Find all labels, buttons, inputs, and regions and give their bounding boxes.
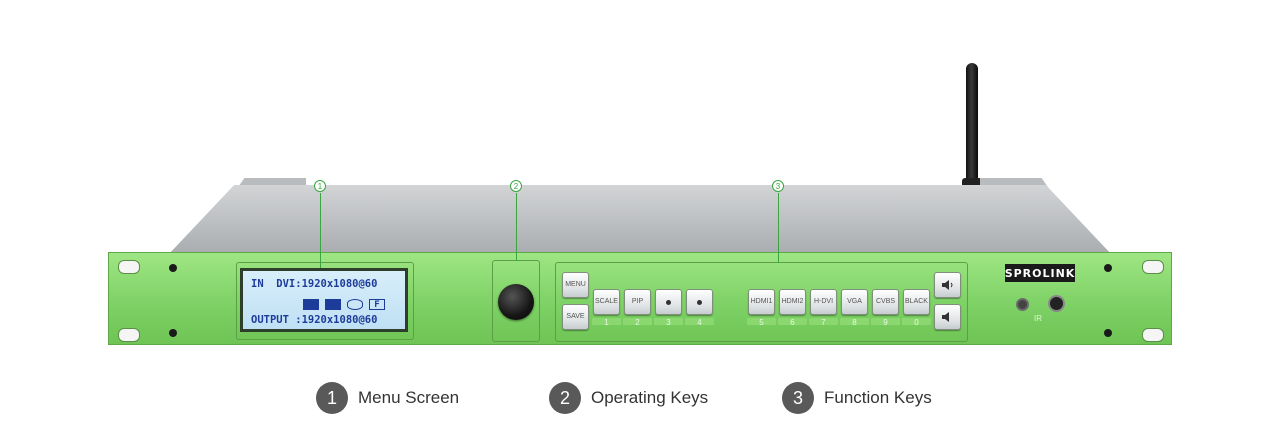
legend-label-operating-keys: Operating Keys [591,388,709,407]
rack-slot [1142,328,1164,342]
number-strip [871,318,900,325]
cvbs-key[interactable]: CVBS [872,289,899,315]
hdmi1-key[interactable]: HDMI1 [748,289,775,315]
callout-marker-3: 3 [772,180,784,192]
screw [169,264,177,272]
rack-slot [118,260,140,274]
lcd-output-line: OUTPUT :1920x1080@60 [251,314,378,326]
callout-line [320,193,321,268]
dot-icon [697,299,702,305]
lcd-input-line: IN DVI:1920x1080@60 [251,278,378,290]
function-key-3[interactable] [655,289,682,315]
callout-marker-2: 2 [510,180,522,192]
legend-label-function-keys: Function Keys [824,388,932,407]
legend-badge-1: 1 [316,382,348,414]
rotary-knob[interactable] [498,284,534,320]
chassis-top [168,185,1112,255]
ir-sensor [1016,298,1029,311]
vga-key[interactable]: VGA [841,289,868,315]
antenna [966,63,978,191]
legend-badge-3: 3 [782,382,814,414]
number-strip [685,318,714,325]
number-strip [902,318,931,325]
screw [1104,329,1112,337]
rack-slot [118,328,140,342]
key-number: 1 [604,318,609,327]
menu-screen: IN DVI:1920x1080@60 F OUTPUT :1920x1080@… [240,268,408,332]
keys-bezel [555,262,968,342]
number-strip [840,318,869,325]
number-strip [654,318,683,325]
screw [169,329,177,337]
mode-icon: F [369,299,385,310]
speaker-down-icon [941,312,949,322]
number-strip [778,318,807,325]
callout-line [778,193,779,263]
menu-key[interactable]: MENU [562,272,589,298]
function-key-4[interactable] [686,289,713,315]
speaker-up-icon [941,280,952,290]
lcd-bezel [236,262,414,340]
key-number: 9 [883,318,888,327]
switch-icon [347,299,363,310]
callout-marker-1: 1 [314,180,326,192]
volume-down-key[interactable] [934,304,961,330]
scale-key[interactable]: SCALE [593,289,620,315]
key-number: 4 [697,318,702,327]
key-number: 6 [790,318,795,327]
layout-icon [325,299,341,310]
callout-line [516,193,517,261]
key-number: 5 [759,318,764,327]
rack-slot [1142,260,1164,274]
legend-badge-2: 2 [549,382,581,414]
volume-up-key[interactable] [934,272,961,298]
key-number: 7 [821,318,826,327]
screw [1104,264,1112,272]
hdmi2-key[interactable]: HDMI2 [779,289,806,315]
brand-logo: SPROLINK [1005,264,1075,282]
legend-label-menu-screen: Menu Screen [358,388,460,407]
dvi-key[interactable]: H-DVI [810,289,837,315]
key-number: 8 [852,318,857,327]
number-strip [623,318,652,325]
save-key[interactable]: SAVE [562,304,589,330]
key-number: 3 [666,318,671,327]
number-strip [809,318,838,325]
pip-icon [303,299,319,310]
dot-icon [666,299,671,305]
pip-key[interactable]: PIP [624,289,651,315]
ir-label: IR [1034,314,1042,323]
number-strip [747,318,776,325]
key-number: 2 [635,318,640,327]
audio-jack [1048,295,1065,312]
black-key[interactable]: BLACK [903,289,930,315]
key-number: 0 [914,318,919,327]
number-strip [592,318,621,325]
